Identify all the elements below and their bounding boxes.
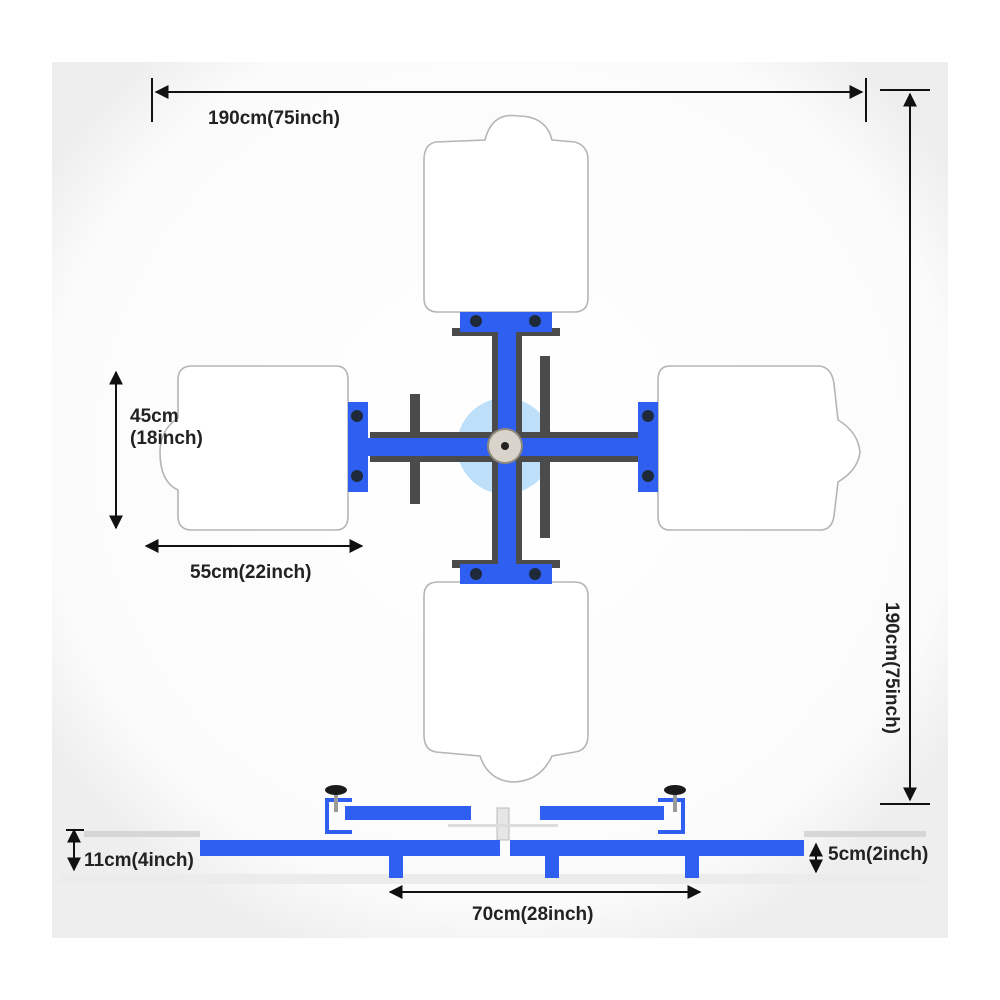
platen-bottom bbox=[423, 581, 589, 783]
upper-arm-left bbox=[345, 806, 471, 820]
clamp-knob-icon bbox=[325, 785, 352, 834]
dimension-lines bbox=[66, 78, 930, 899]
label-platen-height-cm: 45cm bbox=[130, 406, 179, 427]
side-rail-left bbox=[84, 831, 200, 837]
upper-arm-right bbox=[540, 806, 664, 820]
side-rail-right bbox=[804, 831, 926, 837]
base-bar-left bbox=[200, 840, 500, 856]
label-platen-width: 55cm(22inch) bbox=[190, 562, 312, 583]
label-platen-height: 45cm (18inch) bbox=[130, 406, 203, 450]
label-platen-height-inch: (18inch) bbox=[130, 428, 203, 449]
leg-3 bbox=[685, 856, 699, 878]
leg-1 bbox=[389, 856, 403, 878]
base-bar-right bbox=[510, 840, 804, 856]
center-bar bbox=[448, 824, 558, 827]
label-leg-spacing: 70cm(28inch) bbox=[472, 904, 594, 925]
clamp-knob-icon-right bbox=[658, 785, 686, 834]
ground-line bbox=[58, 874, 926, 884]
leg-2 bbox=[545, 856, 559, 878]
label-machine-height: 11cm(4inch) bbox=[84, 850, 194, 871]
rotating-hub-icon bbox=[487, 428, 523, 464]
platen-left bbox=[159, 365, 349, 531]
clamp-bolts bbox=[351, 315, 654, 580]
label-overall-width: 190cm(75inch) bbox=[208, 108, 341, 129]
label-overall-height: 190cm(75inch) bbox=[881, 602, 902, 735]
platen-top bbox=[423, 114, 589, 313]
platen-right bbox=[657, 365, 861, 531]
label-leg-height: 5cm(2inch) bbox=[828, 844, 929, 865]
